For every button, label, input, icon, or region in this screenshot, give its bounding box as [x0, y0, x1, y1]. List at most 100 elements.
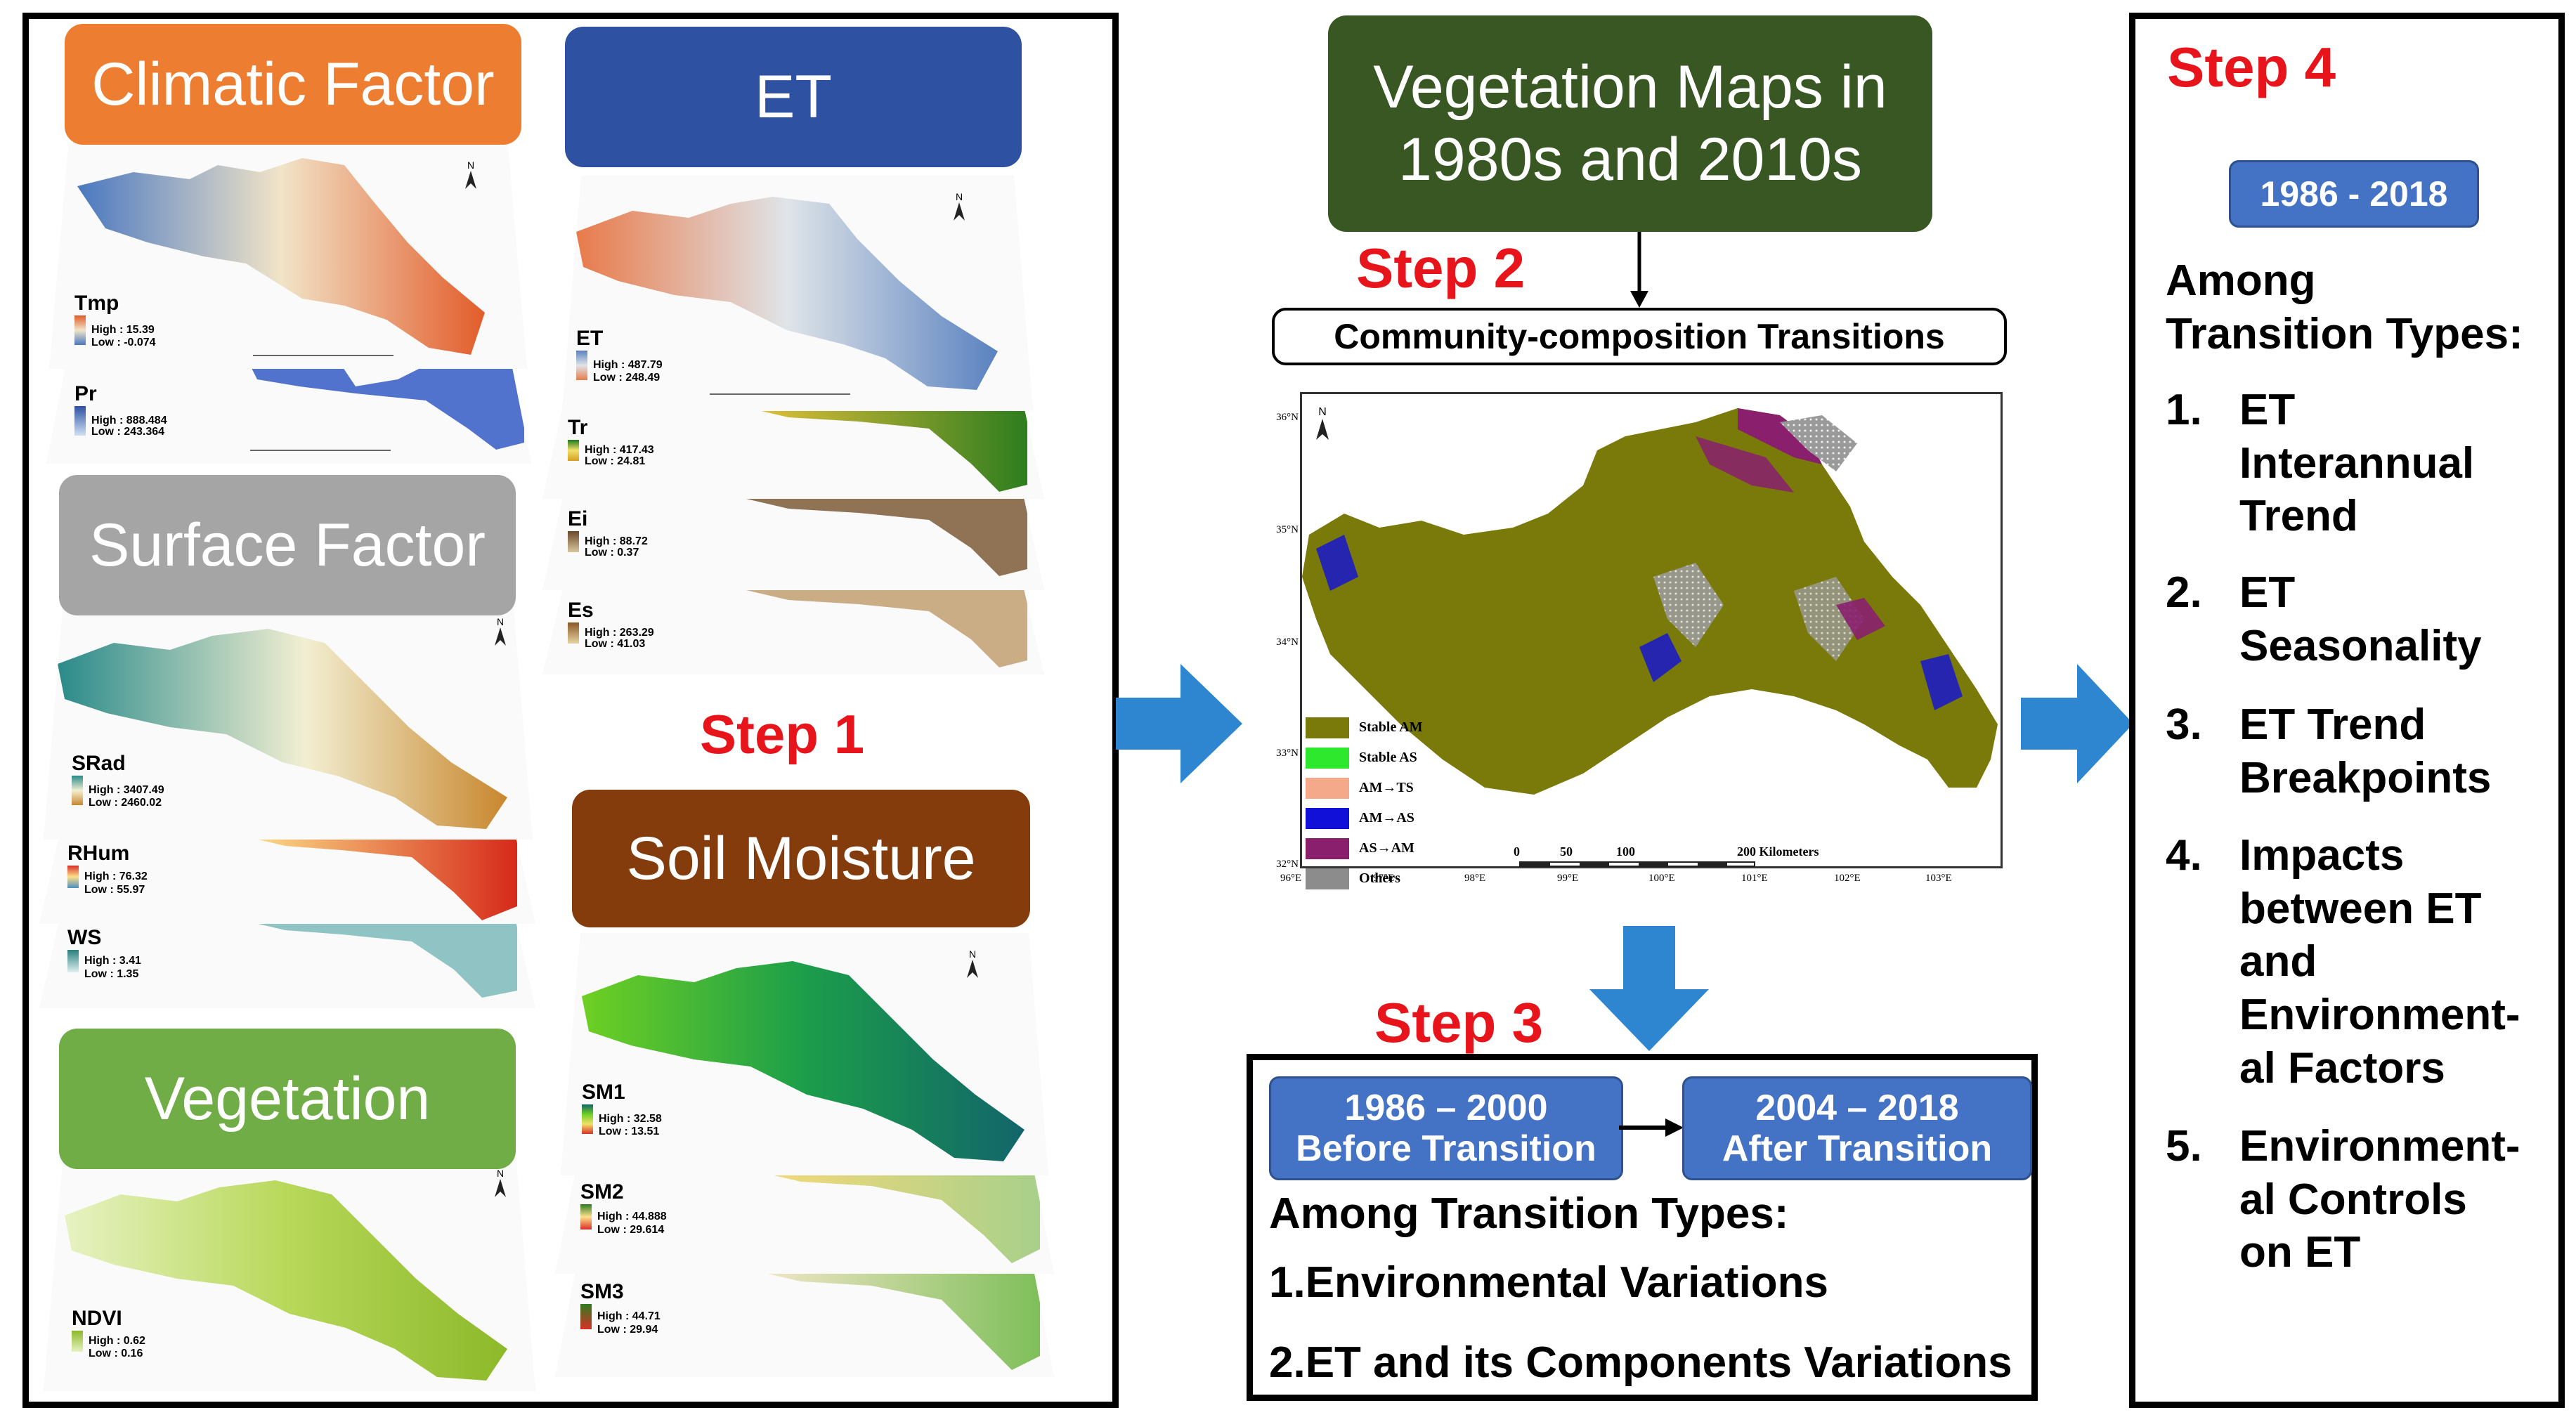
ndvi-map-layer: NDVI High : 0.62 Low : 0.16 N: [44, 1152, 535, 1391]
srad-map-image: [58, 629, 507, 829]
lat-tick: 35°N: [1276, 524, 1299, 535]
et-low: Low : 248.49: [593, 372, 661, 384]
srad-low: Low : 2460.02: [89, 797, 162, 809]
arrow-down-icon: [1630, 232, 1648, 308]
sm2-low: Low : 29.614: [597, 1224, 665, 1236]
sm1-map-layer: SM1 High : 32.58 Low : 13.51 N: [561, 933, 1048, 1175]
lat-tick: 34°N: [1276, 637, 1299, 648]
tmp-map-layer: Tmp High : 15.39 Low : -0.074 N: [49, 144, 527, 369]
transition-map: N 36°N 35°N 34°N 33°N 32°N 96°E 97°E 98°…: [1259, 385, 2011, 905]
step3-label: Step 3: [1374, 991, 1544, 1054]
legend-swatch: [1306, 868, 1349, 889]
sm3-high: High : 44.71: [597, 1310, 661, 1322]
before-text: Before Transition: [1296, 1128, 1596, 1169]
ws-high: High : 3.41: [84, 955, 141, 967]
north-arrow-icon: N: [493, 1168, 507, 1197]
srad-map-layer: SRad High : 3407.49 Low : 2460.02 N: [44, 601, 533, 840]
step1-label: Step 1: [700, 703, 865, 765]
srad-high: High : 3407.49: [89, 784, 164, 796]
legend-item: AM→AS: [1306, 803, 1423, 833]
ndvi-low: Low : 0.16: [89, 1348, 143, 1359]
lat-tick: 33°N: [1276, 748, 1299, 759]
arrow-right-icon: [1619, 1118, 1684, 1137]
ndvi-map-image: [65, 1180, 507, 1381]
step4-label: Step 4: [2167, 36, 2336, 98]
et-layer-name: ET: [576, 327, 604, 350]
soil-moisture-header: Soil Moisture: [572, 790, 1030, 927]
legend-item: AS→AM: [1306, 833, 1423, 863]
after-transition-box: 2004 – 2018 After Transition: [1682, 1076, 2032, 1180]
es-low: Low : 41.03: [585, 638, 646, 650]
rhum-high: High : 76.32: [84, 870, 148, 882]
rhum-low: Low : 55.97: [84, 884, 145, 896]
legend-item: AM→TS: [1306, 773, 1423, 803]
north-arrow-icon: N: [1315, 406, 1329, 440]
es-map-layer: Es High : 263.29 Low : 41.03: [542, 590, 1044, 674]
lon-tick: 100°E: [1648, 873, 1675, 884]
community-transitions-label: Community-composition Transitions: [1334, 317, 1945, 356]
step4-heading-line: Among: [2166, 256, 2316, 305]
vegetation-header: Vegetation: [59, 1029, 516, 1169]
surface-factor-header: Surface Factor: [59, 475, 516, 615]
legend-swatch: [1306, 807, 1349, 829]
community-transitions-box: Community-composition Transitions: [1272, 308, 2007, 365]
es-high: High : 263.29: [585, 627, 654, 639]
pr-layer-name: Pr: [74, 382, 97, 405]
after-text: After Transition: [1722, 1128, 1993, 1169]
after-years: 2004 – 2018: [1755, 1087, 1959, 1128]
item-number: 1.: [2166, 386, 2202, 434]
transition-map-image: [1302, 408, 1998, 795]
soil-moisture-title: Soil Moisture: [626, 824, 976, 892]
lat-tick: 32°N: [1276, 859, 1299, 870]
map-scale-labels: 0 50 100 200 Kilometers: [1514, 844, 1819, 859]
legend-item: Stable AS: [1306, 743, 1423, 773]
tmp-map-image: [77, 158, 485, 355]
sm1-low: Low : 13.51: [599, 1126, 660, 1137]
tr-low: Low : 24.81: [585, 455, 646, 467]
pr-high: High : 888.484: [91, 415, 167, 426]
et-title: ET: [755, 63, 832, 131]
step3-heading: Among Transition Types:: [1269, 1189, 1789, 1238]
item-number: 2.: [2166, 568, 2202, 617]
ws-map-layer: WS High : 3.41 Low : 1.35: [39, 920, 535, 1008]
lon-tick: 97°E: [1373, 873, 1395, 884]
ei-map-layer: Ei High : 88.72 Low : 0.37: [542, 499, 1044, 590]
legend-swatch: [1306, 747, 1349, 769]
legend-item: Stable AM: [1306, 712, 1423, 743]
lon-tick: 96°E: [1280, 873, 1302, 884]
arrow-down-icon: [1589, 926, 1709, 1051]
rhum-layer-name: RHum: [67, 842, 130, 865]
pr-map-layer: Pr High : 888.484 Low : 243.364: [46, 365, 531, 464]
item-number: 4.: [2166, 831, 2202, 880]
vegetation-maps-header: Vegetation Maps in 1980s and 2010s: [1328, 15, 1932, 232]
step3-item: 2.ET and its Components Variations: [1269, 1338, 2012, 1387]
step4-heading: Among Transition Types:: [2166, 254, 2523, 360]
et-map-layer: ET High : 487.79 Low : 248.49 N: [562, 176, 1033, 411]
climatic-factor-header: Climatic Factor: [65, 24, 521, 145]
legend-swatch: [1306, 717, 1349, 738]
lon-tick: 98°E: [1464, 873, 1486, 884]
ei-layer-name: Ei: [568, 507, 588, 530]
lat-tick: 36°N: [1276, 412, 1299, 423]
et-map-image: [576, 197, 998, 390]
arrow-right-icon: [1116, 664, 1242, 783]
sm1-layer-name: SM1: [582, 1081, 625, 1104]
srad-layer-name: SRad: [72, 752, 126, 775]
tr-layer-name: Tr: [568, 416, 588, 439]
legend-item: Others: [1306, 863, 1423, 894]
tmp-layer-name: Tmp: [74, 292, 119, 315]
sm2-map-layer: SM2 High : 44.888 Low : 29.614: [555, 1172, 1054, 1274]
lon-tick: 102°E: [1834, 873, 1861, 884]
ws-layer-name: WS: [67, 926, 102, 949]
vegetation-maps-title: Vegetation Maps in 1980s and 2010s: [1373, 53, 1887, 193]
item-number: 5.: [2166, 1122, 2202, 1170]
step3-item: 1.Environmental Variations: [1269, 1258, 1828, 1307]
lon-tick: 101°E: [1741, 873, 1768, 884]
ndvi-layer-name: NDVI: [72, 1307, 122, 1330]
period-text: 1986 - 2018: [2260, 174, 2448, 214]
step2-label: Step 2: [1356, 237, 1526, 299]
legend-swatch: [1306, 837, 1349, 859]
vegetation-title: Vegetation: [144, 1064, 431, 1133]
sm1-high: High : 32.58: [599, 1113, 662, 1125]
legend-swatch: [1306, 777, 1349, 799]
